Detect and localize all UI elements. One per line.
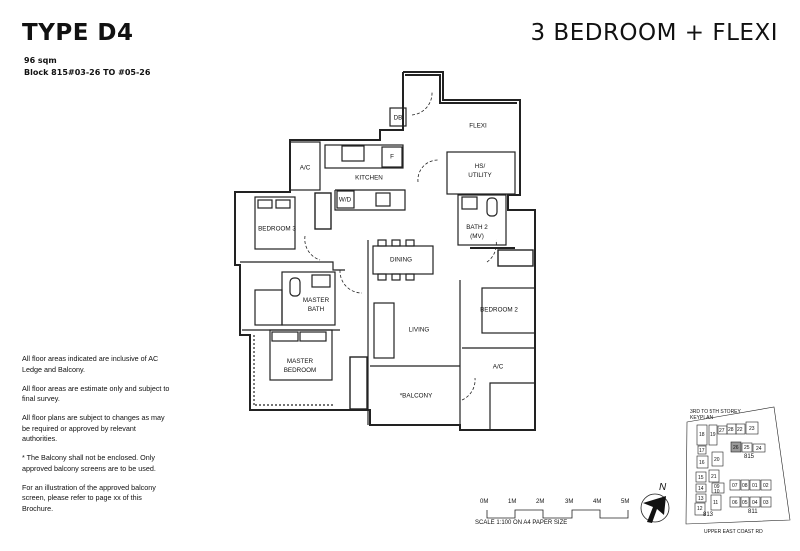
north-label: N bbox=[659, 482, 667, 493]
keyplan-unit-highlighted: 26 bbox=[733, 445, 739, 451]
room-master-bedroom: MASTER BEDROOM bbox=[283, 358, 317, 374]
note: * The Balcony shall not be enclosed. Onl… bbox=[22, 453, 156, 473]
keyplan-title: 3RD TO 5TH STOREY KEYPLAN bbox=[690, 409, 741, 421]
room-ac-bottom: A/C bbox=[492, 363, 504, 371]
washer-dryer-label: W/D bbox=[338, 196, 352, 204]
keyplan-unit: 11 bbox=[713, 500, 719, 506]
unit-type-title: 3 BEDROOM + FLEXI bbox=[530, 20, 778, 46]
scale-tick: 2M bbox=[536, 499, 545, 505]
room-kitchen: KITCHEN bbox=[355, 174, 383, 182]
scale-tick: 5M bbox=[621, 499, 630, 505]
keyplan-unit: 10 bbox=[714, 489, 720, 495]
keyplan-unit: 06 bbox=[732, 500, 738, 506]
keyplan-unit: 28 bbox=[728, 427, 734, 433]
keyplan-unit: 09 bbox=[714, 484, 720, 490]
keyplan-unit: 08 bbox=[742, 483, 748, 489]
room-master-bath: MASTER BATH bbox=[302, 297, 330, 313]
door-swings bbox=[304, 91, 497, 401]
keyplan-unit: 23 bbox=[749, 426, 755, 432]
room-ac-top: A/C bbox=[299, 164, 311, 172]
north-arrow-icon bbox=[640, 493, 670, 523]
room-bedroom-2: BEDROOM 2 bbox=[480, 306, 518, 314]
room-living: LIVING bbox=[408, 326, 430, 334]
room-bedroom-3: BEDROOM 3 bbox=[258, 225, 296, 233]
keyplan-block-815: 815 bbox=[744, 454, 755, 460]
keyplan-block-811: 811 bbox=[748, 509, 758, 515]
keyplan-unit: 19 bbox=[710, 432, 716, 438]
scale-tick: 1M bbox=[508, 499, 517, 505]
keyplan-unit: 17 bbox=[699, 448, 705, 454]
keyplan-block-813: 813 bbox=[703, 512, 714, 518]
unit-range: #03-26 TO #05-26 bbox=[68, 68, 151, 77]
note: All floor areas indicated are inclusive … bbox=[22, 354, 159, 374]
room-hs-utility: HS/ UTILITY bbox=[468, 163, 492, 179]
scale-bar bbox=[486, 509, 629, 519]
keyplan-unit: 07 bbox=[732, 483, 738, 489]
keyplan-unit: 01 bbox=[752, 483, 758, 489]
keyplan-unit: 20 bbox=[714, 457, 720, 463]
scale-tick: 3M bbox=[565, 499, 574, 505]
note: All floor plans are subject to changes a… bbox=[22, 413, 165, 443]
keyplan-unit: 25 bbox=[744, 445, 750, 451]
keyplan-unit: 12 bbox=[697, 506, 703, 512]
scale-tick: 0M bbox=[480, 499, 489, 505]
keyplan-unit: 14 bbox=[698, 486, 704, 492]
keyplan-unit: 05 bbox=[742, 500, 748, 506]
room-flexi: FLEXI bbox=[469, 122, 487, 130]
scale-caption: SCALE 1:100 ON A4 PAPER SIZE bbox=[475, 520, 568, 526]
keyplan-unit: 22 bbox=[737, 427, 743, 433]
keyplan-road: UPPER EAST COAST RD bbox=[704, 529, 763, 535]
scale-tick: 4M bbox=[593, 499, 602, 505]
keyplan-unit: 16 bbox=[699, 460, 705, 466]
keyplan-unit: 02 bbox=[763, 483, 769, 489]
keyplan-drawing bbox=[685, 406, 791, 525]
disclaimer-notes: All floor areas indicated are inclusive … bbox=[22, 354, 172, 523]
keyplan-unit: 15 bbox=[698, 475, 704, 481]
keyplan-unit: 03 bbox=[763, 500, 769, 506]
outer-walls bbox=[234, 71, 536, 431]
block-label: Block 815 bbox=[24, 68, 68, 77]
keyplan-unit: 21 bbox=[711, 474, 717, 480]
note: All floor areas are estimate only and su… bbox=[22, 383, 170, 404]
interior-walls bbox=[240, 107, 536, 430]
keyplan-unit: 13 bbox=[698, 496, 704, 502]
room-bath-2: BATH 2 (MV) bbox=[466, 224, 488, 240]
room-dining: DINING bbox=[389, 256, 413, 264]
fridge-label: F bbox=[390, 153, 394, 161]
room-db: DB bbox=[393, 114, 403, 122]
type-title: TYPE D4 bbox=[22, 20, 134, 46]
keyplan-unit: 24 bbox=[756, 446, 762, 452]
keyplan-unit: 18 bbox=[699, 432, 705, 438]
keyplan-unit: 27 bbox=[719, 428, 725, 434]
room-balcony: *BALCONY bbox=[399, 392, 433, 400]
unit-area: 96 sqm bbox=[24, 56, 57, 65]
note: For an illustration of the approved balc… bbox=[22, 482, 156, 513]
keyplan-unit: 04 bbox=[752, 500, 758, 506]
